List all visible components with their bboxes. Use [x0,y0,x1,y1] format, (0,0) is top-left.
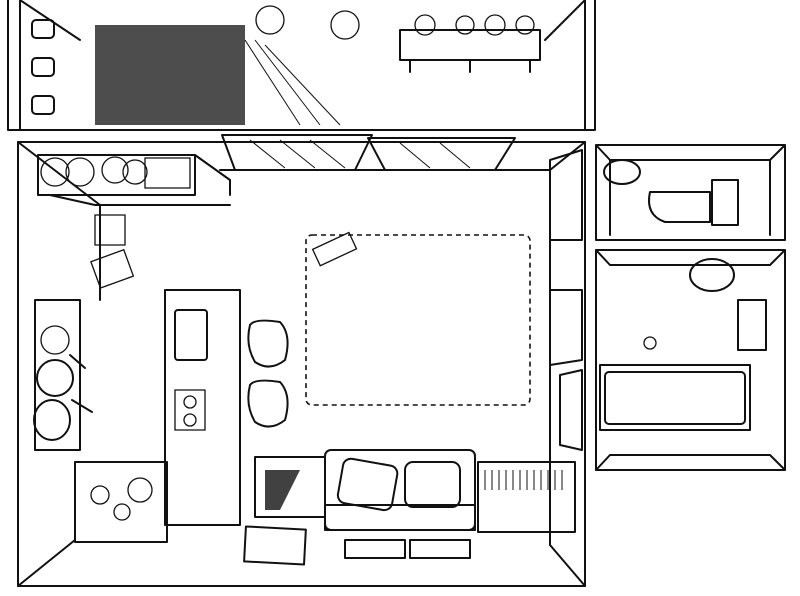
toilet-room [596,145,785,240]
washing-machine [738,300,766,350]
living-room [18,135,585,586]
balcony [8,0,595,130]
bookshelf [478,462,575,532]
kitchen-island [165,290,240,525]
rug [306,235,530,405]
hedge-plants [95,6,359,125]
window-right [368,138,515,170]
tv-cabinet [255,457,325,517]
bathtub [600,365,750,430]
kitchen-counter-left [35,300,80,450]
chairs [248,321,287,427]
bathroom [596,250,785,470]
pot [34,400,70,440]
toilet-tank [712,180,738,225]
sink-small [604,160,640,184]
wall-lamps [32,20,54,114]
window-left [222,135,372,170]
sofa [325,450,475,530]
stove-table [75,462,167,542]
sink [175,310,207,360]
floor-mats [244,526,470,564]
washbasin [690,259,734,291]
pan [37,360,73,396]
kitchen [34,155,240,542]
wardrobe [550,150,582,450]
flower-planter [400,15,540,72]
